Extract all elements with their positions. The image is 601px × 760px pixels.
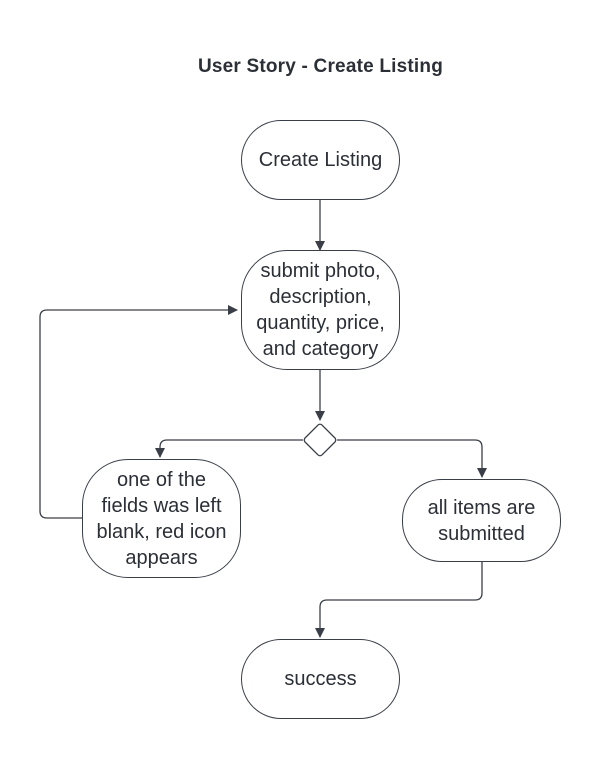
connector-error-loop-to-submit: [39, 305, 238, 519]
node-submit-line-3: quantity, price,: [256, 312, 385, 334]
connector-submitted-to-success: [315, 562, 483, 638]
node-error-line-2: fields was left: [101, 494, 222, 517]
node-items-submitted: all items are submitted: [402, 479, 561, 562]
node-success-label: success: [284, 668, 357, 690]
node-submit-line-2: description,: [269, 286, 372, 308]
node-error-line-3: blank, red icon: [96, 520, 227, 543]
node-submit-details: submit photo, description, quantity, pri…: [241, 250, 400, 370]
node-submitted-line-1: all items are: [427, 496, 536, 519]
node-create-listing-label: Create Listing: [258, 149, 383, 171]
node-create-listing: Create Listing: [241, 120, 400, 200]
node-field-blank-error: one of the fields was left blank, red ic…: [82, 459, 241, 578]
node-submit-line-4: and category: [262, 338, 379, 360]
node-error-line-4: appears: [125, 546, 198, 569]
connector-decision-to-submitted: [337, 439, 487, 478]
node-error-line-1: one of the: [117, 468, 206, 491]
decision-diamond: [303, 423, 337, 457]
node-success: success: [241, 639, 400, 719]
diagram-title: User Story - Create Listing: [197, 56, 444, 77]
node-submitted-line-2: submitted: [438, 522, 525, 545]
connector-decision-to-error: [155, 439, 303, 458]
node-submit-line-1: submit photo,: [260, 260, 381, 282]
